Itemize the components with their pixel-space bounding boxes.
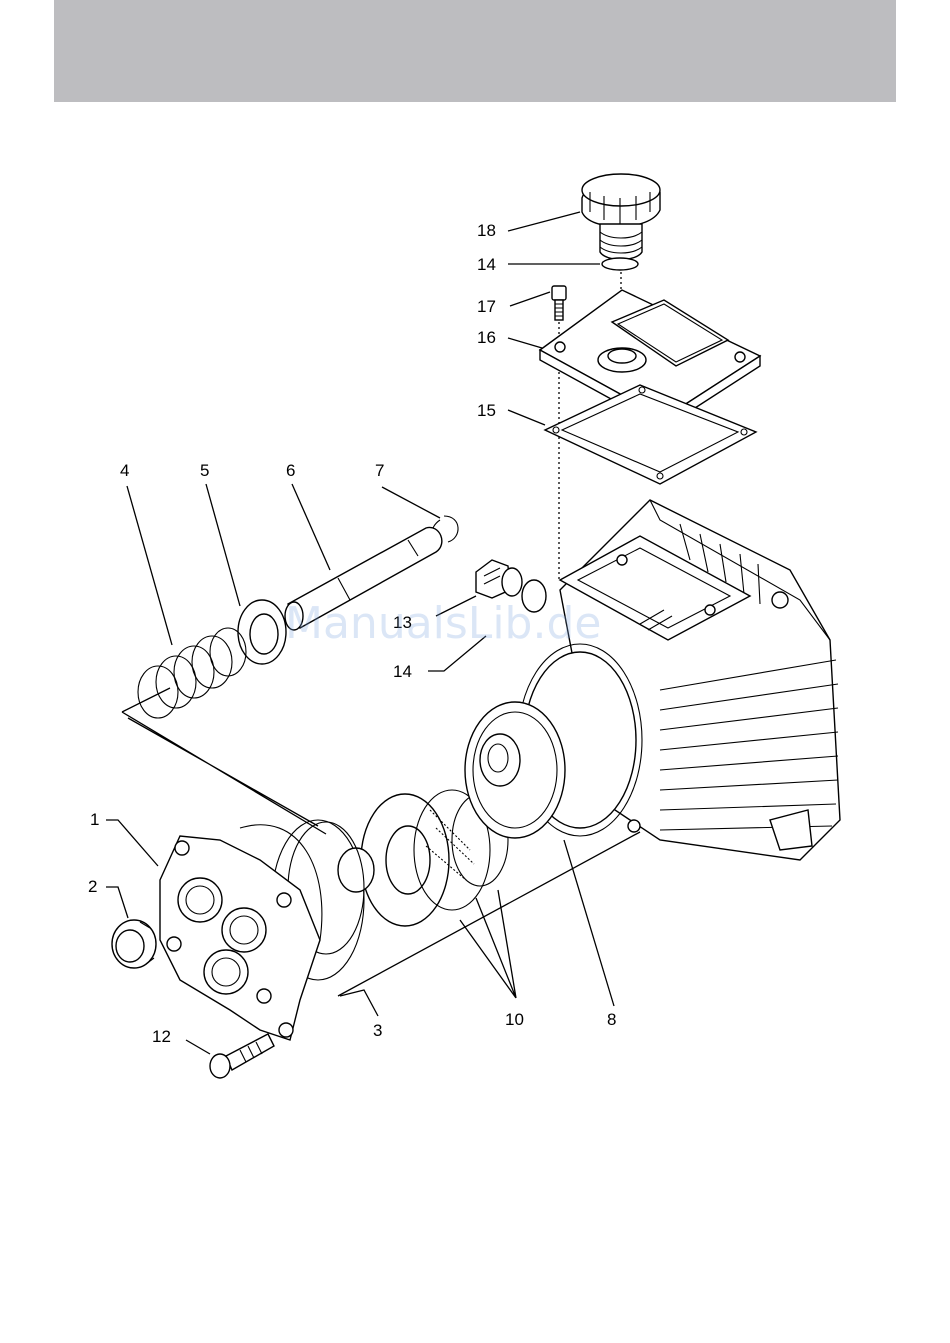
part-14-oring-top <box>602 258 638 270</box>
part-17-screw <box>552 286 566 320</box>
part-2-nut <box>112 920 156 968</box>
label-2: 2 <box>88 877 97 896</box>
part-12-bolt <box>210 1034 274 1078</box>
part-18-oil-cap <box>582 174 660 260</box>
label-3: 3 <box>373 1021 382 1040</box>
label-8: 8 <box>607 1010 616 1029</box>
part-4-spring <box>138 628 246 718</box>
pump-housing <box>518 500 840 860</box>
part-5-washer <box>238 600 286 664</box>
label-18: 18 <box>477 221 496 240</box>
part-13-plug <box>476 560 522 598</box>
label-15: 15 <box>477 401 496 420</box>
label-7: 7 <box>375 461 384 480</box>
label-6: 6 <box>286 461 295 480</box>
label-10: 10 <box>505 1010 524 1029</box>
label-14-top: 14 <box>477 255 496 274</box>
label-17: 17 <box>477 297 496 316</box>
label-4: 4 <box>120 461 129 480</box>
watermark: ManualsLib.de <box>285 598 601 649</box>
label-16: 16 <box>477 328 496 347</box>
label-1: 1 <box>90 810 99 829</box>
label-14-mid: 14 <box>393 662 412 681</box>
part-8-swash-plate <box>465 702 565 838</box>
part-15-gasket <box>545 385 756 484</box>
label-5: 5 <box>200 461 209 480</box>
label-12: 12 <box>152 1027 171 1046</box>
part-1-cylinder-head <box>160 825 322 1040</box>
